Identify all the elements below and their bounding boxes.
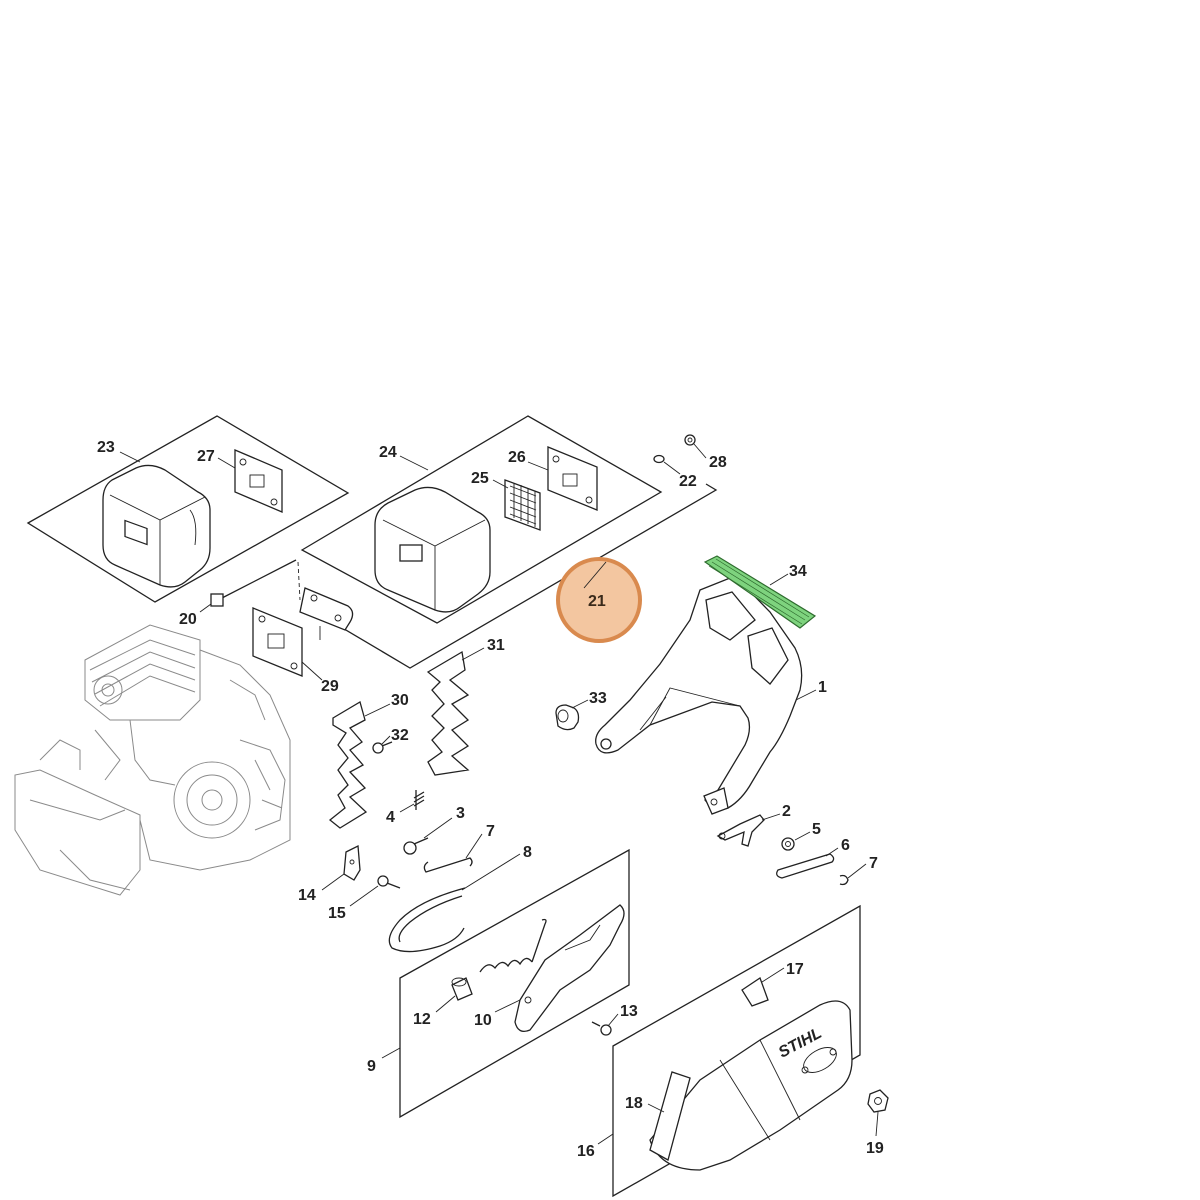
part-label-32[interactable]: 32 bbox=[391, 727, 409, 744]
plate-gasket-group[interactable] bbox=[299, 587, 354, 640]
muffler-kit-24-group[interactable] bbox=[300, 415, 663, 624]
nut-19-group[interactable] bbox=[867, 1089, 889, 1113]
part-label-17[interactable]: 17 bbox=[786, 961, 804, 978]
part-label-27[interactable]: 27 bbox=[197, 448, 215, 465]
part-label-4[interactable]: 4 bbox=[386, 809, 395, 826]
muffler-kit-23-group[interactable] bbox=[26, 415, 350, 603]
gasket-29-group[interactable] bbox=[252, 607, 303, 677]
part-label-18[interactable]: 18 bbox=[625, 1095, 643, 1112]
part-label-14[interactable]: 14 bbox=[298, 887, 316, 904]
part-label-2[interactable]: 2 bbox=[782, 803, 791, 820]
part-labels: 1 2 3 4 5 6 7 7 8 9 10 12 13 14 15 16 17… bbox=[97, 439, 884, 1160]
washer-22-group[interactable] bbox=[653, 454, 665, 464]
part-label-22[interactable]: 22 bbox=[679, 473, 697, 490]
screw-15-group[interactable] bbox=[377, 875, 401, 889]
spring-4-group[interactable] bbox=[413, 790, 425, 810]
part-label-33[interactable]: 33 bbox=[589, 690, 607, 707]
part-label-20[interactable]: 20 bbox=[179, 611, 197, 628]
leader-lines bbox=[119, 443, 879, 1145]
part-label-6[interactable]: 6 bbox=[841, 837, 850, 854]
chain-catcher-31-group[interactable] bbox=[426, 650, 470, 776]
screw-13-group[interactable] bbox=[591, 1021, 612, 1036]
part-label-25[interactable]: 25 bbox=[471, 470, 489, 487]
sprocket-cover-16-group[interactable]: STIHL bbox=[612, 904, 861, 1198]
part-label-13[interactable]: 13 bbox=[620, 1003, 638, 1020]
part-label-9[interactable]: 9 bbox=[367, 1058, 376, 1075]
link-6-group[interactable] bbox=[776, 853, 835, 879]
part-label-29[interactable]: 29 bbox=[321, 678, 339, 695]
chain-catcher-30-group[interactable] bbox=[328, 701, 368, 829]
brake-assembly-9-group[interactable] bbox=[388, 848, 630, 1119]
washer-5-group[interactable] bbox=[781, 837, 795, 851]
part-label-5[interactable]: 5 bbox=[812, 821, 821, 838]
highlighted-part-21[interactable] bbox=[556, 557, 642, 643]
clip-7b-group[interactable] bbox=[839, 874, 849, 886]
engine-block-illustration bbox=[14, 624, 291, 896]
pin-3-group[interactable] bbox=[403, 837, 429, 855]
part-label-30[interactable]: 30 bbox=[391, 692, 409, 709]
part-label-7a[interactable]: 7 bbox=[486, 823, 495, 840]
part-label-10[interactable]: 10 bbox=[474, 1012, 492, 1029]
part-label-1[interactable]: 1 bbox=[818, 679, 827, 696]
nut-28-group[interactable] bbox=[684, 434, 696, 446]
highlight-circle bbox=[556, 557, 642, 643]
lever-2-group[interactable] bbox=[716, 814, 765, 847]
part-label-23[interactable]: 23 bbox=[97, 439, 115, 456]
part-label-16[interactable]: 16 bbox=[577, 1143, 595, 1160]
part-label-12[interactable]: 12 bbox=[413, 1011, 431, 1028]
part-label-24[interactable]: 24 bbox=[379, 444, 397, 461]
part-label-31[interactable]: 31 bbox=[487, 637, 505, 654]
part-label-3[interactable]: 3 bbox=[456, 805, 465, 822]
clip-7a-group[interactable] bbox=[423, 857, 473, 873]
part-label-8[interactable]: 8 bbox=[523, 844, 532, 861]
bolt-20-group[interactable] bbox=[210, 559, 301, 607]
buffer-33-group[interactable] bbox=[555, 704, 580, 731]
part-label-7b[interactable]: 7 bbox=[869, 855, 878, 872]
part-label-26[interactable]: 26 bbox=[508, 449, 526, 466]
part-label-21[interactable]: 21 bbox=[588, 593, 606, 610]
part-label-28[interactable]: 28 bbox=[709, 454, 727, 471]
part-label-34[interactable]: 34 bbox=[789, 563, 807, 580]
screw-32-group[interactable] bbox=[372, 741, 393, 754]
part-label-19[interactable]: 19 bbox=[866, 1140, 884, 1157]
hand-guard-1-group[interactable] bbox=[595, 575, 803, 815]
grip-34-group[interactable] bbox=[703, 555, 817, 629]
bracket-14-group[interactable] bbox=[343, 844, 361, 881]
part-label-15[interactable]: 15 bbox=[328, 905, 346, 922]
